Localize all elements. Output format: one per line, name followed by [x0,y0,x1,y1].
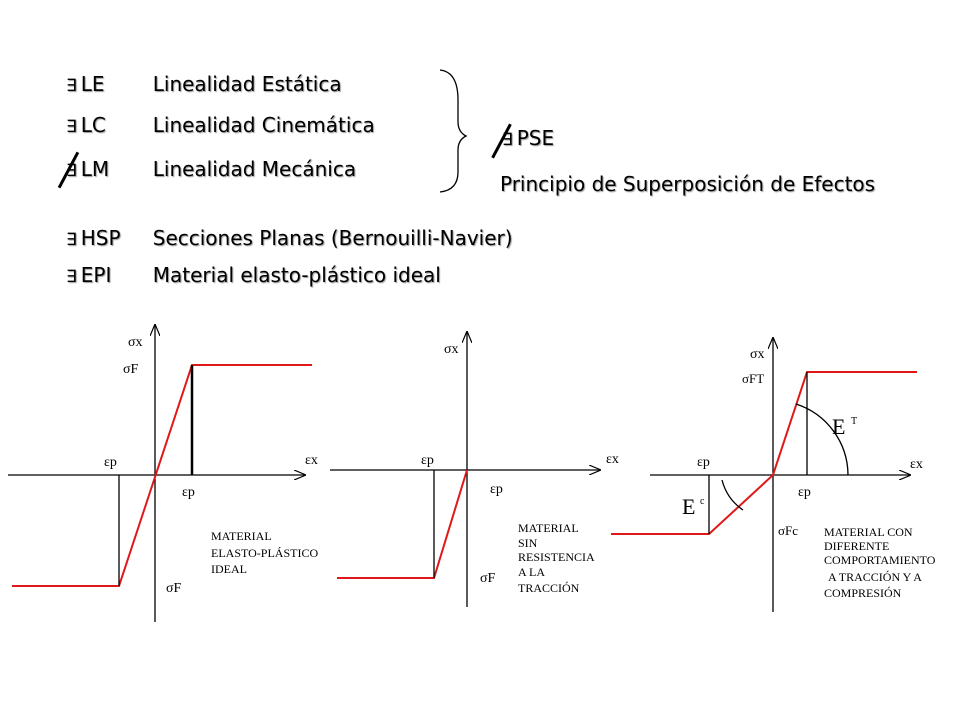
pse-description: Principio de Superposición de Efectos [500,172,876,196]
exists-symbol: ∃ [66,117,77,137]
hypothesis-row-lc: ∃LC Linealidad Cinemática [66,113,375,137]
hypothesis-abbr: EPI [80,263,112,287]
pse-abbr: PSE [516,126,555,150]
sigma-f-label: σF [166,581,182,596]
epsilon-axis-label: εx [305,453,318,468]
caption-line: TRACCIÓN [518,581,580,595]
sigma-f-label: σF [480,571,496,586]
exists-symbol: ∃ [66,267,77,287]
hypothesis-abbr: LE [80,72,105,96]
diagram-elasto-plastico: σx εx σF σF εp εp MATERIAL ELASTO-PLÁSTI… [8,325,318,622]
caption-line: MATERIAL [211,529,272,543]
diagram-sin-resistencia: σx εx εp εp σF MATERIAL SIN RESISTENCIA … [330,332,619,607]
eps-p-label: εp [490,482,503,497]
caption-line: COMPORTAMIENTO [824,553,936,567]
hypothesis-desc: Linealidad Mecánica [152,157,357,181]
hypothesis-desc: Material elasto-plástico ideal [152,263,441,287]
hypothesis-abbr: LM [80,157,110,181]
eps-p-label: εp [104,455,117,470]
hypothesis-row-lm: ∃LM Linealidad Mecánica [66,157,356,181]
modulus-arc-tension [795,403,849,476]
eps-p-label: εp [697,455,710,470]
exists-symbol: ∃ [502,130,513,150]
sigma-axis-label: σx [444,342,459,357]
epsilon-axis-label: εx [910,457,923,472]
hypothesis-row-hsp: ∃HSP Secciones Planas (Bernouilli-Navier) [66,226,513,250]
caption-line: A LA [518,565,545,579]
caption-line: MATERIAL [518,521,579,535]
modulus-e-compression-sub: c [700,496,705,507]
caption-line: COMPRESIÓN [824,586,902,600]
modulus-e-tension: E [832,414,845,439]
caption-line: IDEAL [211,562,247,576]
sigma-ft-label: σFT [742,371,764,386]
modulus-arc-compression [721,479,744,511]
caption-line: MATERIAL CON [824,525,913,539]
diagram-diferente-comportamiento: σx εx σFT σFc εp εp E T E c MATERIAL CON… [611,338,936,612]
sigma-fc-label: σFc [778,523,798,538]
caption-line: SIN [518,536,538,550]
hypothesis-row-le: ∃LE Linealidad Estática [66,72,342,96]
sigma-axis-label: σx [128,335,143,350]
caption-line: DIFERENTE [824,539,889,553]
pse-label: ∃PSE [502,126,554,150]
modulus-e-tension-sub: T [851,416,857,427]
hypothesis-desc: Linealidad Cinemática [152,113,375,137]
hypothesis-desc: Linealidad Estática [152,72,342,96]
hypothesis-desc: Secciones Planas (Bernouilli-Navier) [152,226,513,250]
exists-symbol: ∃ [66,76,77,96]
eps-p-label: εp [421,453,434,468]
exists-symbol: ∃ [66,230,77,250]
eps-p-label: εp [182,485,195,500]
caption-line: A TRACCIÓN Y A [828,570,922,584]
sigma-f-label: σF [123,362,139,377]
exists-symbol: ∃ [66,161,77,181]
hypothesis-abbr: HSP [80,226,121,250]
epsilon-axis-label: εx [606,452,619,467]
sigma-axis-label: σx [750,347,765,362]
stress-strain-curve [12,364,312,587]
eps-p-label: εp [798,485,811,500]
caption-line: ELASTO-PLÁSTICO [211,546,318,560]
modulus-e-compression: E [682,494,695,519]
stress-strain-curve [337,469,468,579]
caption-line: RESISTENCIA [518,550,595,564]
hypothesis-abbr: LC [80,113,106,137]
stress-strain-curve [611,371,917,535]
hypothesis-row-epi: ∃EPI Material elasto-plástico ideal [66,263,441,287]
